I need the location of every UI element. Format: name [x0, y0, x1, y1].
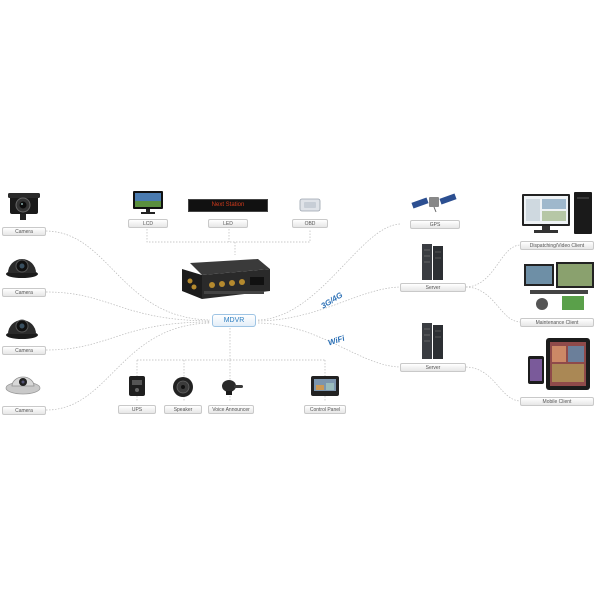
wire-camera-2 — [45, 291, 211, 322]
client-label-3: Mobile Client — [520, 397, 594, 406]
client-label-2: Maintenance Client — [520, 318, 594, 327]
control-panel-label: Control Panel — [304, 405, 346, 414]
wire-server-2 — [257, 322, 401, 368]
wire-client-2 — [465, 286, 521, 323]
vehicle-camera-icon — [8, 193, 40, 220]
server-label-2: Server — [400, 363, 466, 372]
server-icon — [422, 244, 443, 280]
microphone-icon — [222, 380, 243, 395]
control-panel-icon — [311, 376, 339, 396]
camera-label-2: Camera — [2, 288, 46, 297]
camera-label-3: Camera — [2, 346, 46, 355]
led-label: LED — [208, 219, 248, 228]
multi-screen-client-icon — [524, 262, 594, 310]
obd-label: OBD — [292, 219, 328, 228]
client-label-1: Dispatching/Video Client — [520, 241, 594, 250]
server-label-1: Server — [400, 283, 466, 292]
wire-gps — [257, 223, 401, 321]
wire-camera-1 — [45, 230, 211, 321]
mini-dome-camera-icon — [5, 376, 41, 395]
speaker-label: Speaker — [164, 405, 202, 414]
mdvr-unit-icon — [182, 259, 270, 299]
camera-label-1: Camera — [2, 227, 46, 236]
led-sign: Next Station — [188, 199, 268, 212]
lcd-label: LCD — [128, 219, 168, 228]
wire-client-1 — [465, 244, 521, 288]
pc-workstation-icon — [522, 192, 592, 234]
wire-camera-3 — [45, 321, 211, 351]
lcd-monitor-icon — [133, 191, 163, 214]
dome-camera-icon — [6, 259, 38, 278]
ups-icon — [129, 376, 145, 396]
dome-camera-icon — [6, 319, 38, 339]
wire-client-3 — [465, 366, 521, 402]
wire-camera-4 — [45, 322, 211, 411]
wire-top-bus — [146, 229, 311, 243]
gps-satellite-icon — [411, 193, 457, 213]
mobile-devices-icon — [528, 338, 590, 390]
obd-module-icon — [299, 198, 321, 212]
camera-label-4: Camera — [2, 406, 46, 415]
ups-label: UPS — [118, 405, 156, 414]
wire-server-1 — [257, 286, 401, 322]
server-icon — [422, 323, 443, 359]
speaker-icon — [173, 377, 193, 397]
mdvr-hub-label: MDVR — [212, 314, 256, 327]
voice-announcer-label: Voice Announcer — [208, 405, 254, 414]
gps-label: GPS — [410, 220, 460, 229]
